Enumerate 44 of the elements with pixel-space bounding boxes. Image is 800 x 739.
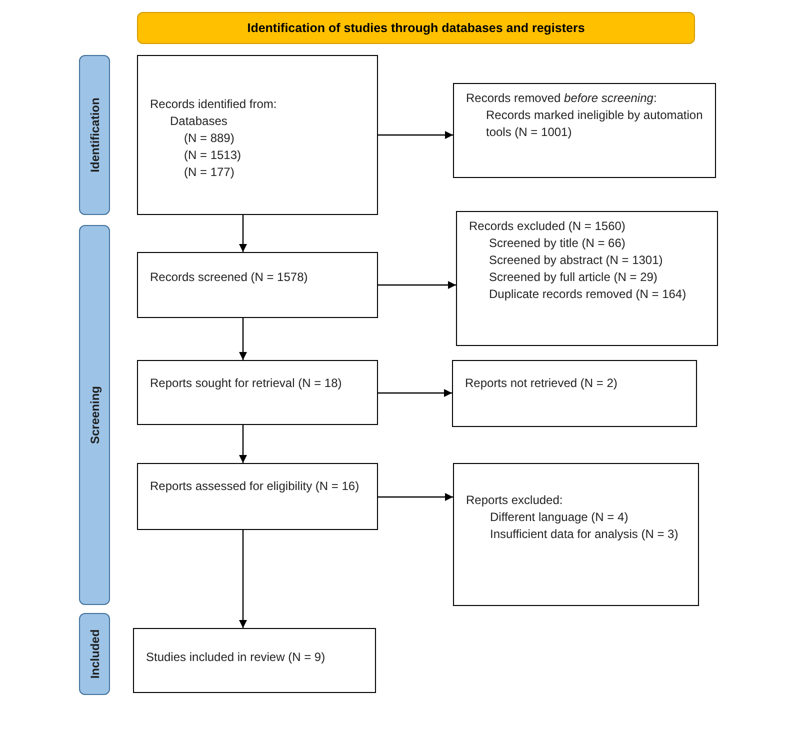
phase-label: Screening (86, 386, 102, 444)
box-text: Insufficient data for analysis (N = 3) (490, 526, 680, 543)
process-box (137, 360, 378, 425)
process-box (137, 252, 378, 318)
box-text: Databases (170, 113, 228, 130)
phase-label: Included (86, 629, 102, 679)
arrow (239, 318, 247, 360)
box-text: Reports assessed for eligibility (N = 16) (150, 478, 360, 495)
arrow (378, 281, 456, 289)
box-text: Records identified from: (150, 96, 278, 113)
box-text: Screened by abstract (N = 1301) (489, 252, 664, 269)
arrow (239, 425, 247, 463)
process-box (452, 360, 697, 427)
process-box (453, 463, 699, 606)
process-box (456, 211, 718, 346)
box-text: Screened by title (N = 66) (489, 235, 626, 252)
box-text: (N = 177) (184, 164, 236, 181)
arrow (378, 131, 453, 139)
box-text: Studies included in review (N = 9) (146, 649, 326, 666)
arrow (239, 215, 247, 252)
box-text: Records marked ineligible by automation tools (N = 1001) (486, 107, 704, 141)
box-text: Reports sought for retrieval (N = 18) (150, 375, 343, 392)
box-text: Screened by full article (N = 29) (489, 269, 658, 286)
box-text: Reports excluded: (466, 492, 564, 509)
box-text: Reports not retrieved (N = 2) (465, 375, 618, 392)
phase-band (79, 225, 110, 605)
process-box (137, 463, 378, 530)
box-text: Duplicate records removed (N = 164) (489, 286, 688, 303)
phase-label: Identification (86, 98, 102, 172)
arrow (378, 493, 453, 501)
box-text: Records excluded (N = 1560) (469, 218, 626, 235)
arrow (378, 389, 452, 397)
section-header: Identification of studies through databases and registers (137, 12, 695, 44)
phase-band (79, 55, 110, 215)
box-text: (N = 889) (184, 130, 236, 147)
arrow (239, 530, 247, 628)
process-box (453, 83, 716, 178)
box-text: Records screened (N = 1578) (150, 269, 309, 286)
process-box (137, 55, 378, 215)
box-text: (N = 1513) (184, 147, 242, 164)
box-text: Different language (N = 4) (490, 509, 630, 526)
phase-band (79, 613, 110, 695)
process-box (133, 628, 376, 693)
box-text: Records removed before screening: (466, 90, 658, 107)
